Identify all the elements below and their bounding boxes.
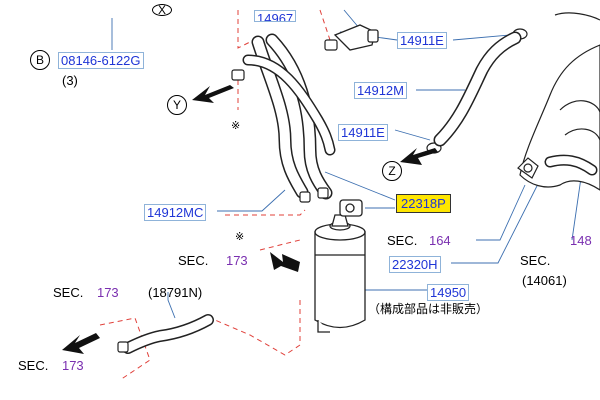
canister-14950 — [314, 199, 366, 333]
arrow-sec173-bottom — [62, 333, 100, 354]
section-ref-164-prefix: SEC. — [387, 233, 418, 248]
section-ref-right: SEC. — [520, 253, 550, 268]
section-ref-164-number[interactable]: 164 — [428, 233, 451, 248]
hose-14912mc — [242, 33, 336, 200]
hose-14061 — [544, 154, 598, 176]
section-ref-164: SEC. 164 — [387, 233, 451, 248]
part-22318p-label[interactable]: 22318P — [396, 194, 451, 213]
section-ref-173-bottom: SEC. 173 — [18, 358, 84, 373]
part-18791n-label: (18791N) — [148, 285, 203, 300]
arrow-y — [192, 85, 234, 103]
section-ref-173-mid: SEC. 173 — [178, 253, 248, 268]
part-08146-qty: (3) — [62, 73, 78, 88]
callout-b: B — [30, 50, 50, 70]
section-ref-173-mid-number[interactable]: 173 — [225, 253, 248, 268]
arrow-sec173-mid — [270, 252, 300, 272]
part-14911e-mid-label[interactable]: 14911E — [338, 124, 388, 141]
note-mark-1: ※ — [231, 119, 241, 132]
hose-18791n — [122, 314, 214, 354]
part-14061-label: (14061) — [522, 273, 567, 288]
callout-z: Z — [382, 161, 402, 181]
hose-14912m — [433, 31, 522, 147]
part-14950-note: （構成部品は非販売） — [368, 302, 489, 316]
callout-x-partial: X — [152, 4, 172, 16]
callout-y: Y — [167, 95, 187, 115]
section-ref-173-left: SEC. 173 — [53, 285, 119, 300]
note-mark-2: ※ — [235, 230, 245, 243]
hose-18791n-clamp — [117, 341, 129, 353]
bracket-14967 — [333, 24, 379, 51]
arrow-z — [400, 148, 438, 165]
direction-arrows — [62, 85, 438, 354]
part-14967-partial-label[interactable]: 14967 — [254, 10, 297, 22]
part-14912m-label[interactable]: 14912M — [354, 82, 407, 99]
section-ref-173-bottom-prefix: SEC. — [18, 358, 49, 373]
part-08146-6122g-label[interactable]: 08146-6122G — [58, 52, 144, 69]
section-ref-173-left-number[interactable]: 173 — [96, 285, 119, 300]
part-14911e-top-label[interactable]: 14911E — [397, 32, 447, 49]
section-ref-right-prefix: SEC. — [520, 253, 551, 268]
part-14912mc-label[interactable]: 14912MC — [144, 204, 207, 221]
sensor-164 — [517, 157, 539, 179]
section-ref-173-mid-prefix: SEC. — [178, 253, 209, 268]
part-148-partial-label[interactable]: 148 — [570, 233, 592, 248]
section-ref-173-left-prefix: SEC. — [53, 285, 84, 300]
part-22320h-label[interactable]: 22320H — [389, 256, 441, 273]
engine-outline — [519, 12, 600, 191]
part-14950-label[interactable]: 14950 — [427, 284, 470, 301]
section-ref-173-bottom-number[interactable]: 173 — [61, 358, 84, 373]
